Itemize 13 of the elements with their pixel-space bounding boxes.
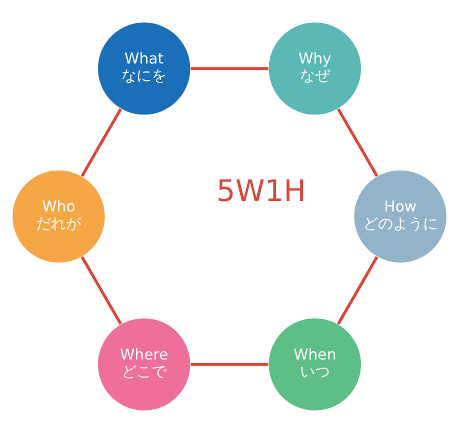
label: 5W1H: [216, 174, 306, 209]
node-circle: Who だれが: [12, 168, 106, 264]
node-circle: How どのように: [353, 168, 448, 264]
node-circle: Why なぜ: [268, 20, 362, 116]
node-circle: What なにを: [97, 20, 192, 116]
connector: [190, 66, 268, 70]
connector: [336, 108, 378, 176]
connector: [336, 256, 378, 324]
node-circle: When いつ: [268, 316, 362, 412]
connector: [80, 256, 122, 324]
node-circle: Where どこで: [97, 316, 192, 412]
connector: [190, 362, 268, 366]
connector: [80, 108, 122, 176]
